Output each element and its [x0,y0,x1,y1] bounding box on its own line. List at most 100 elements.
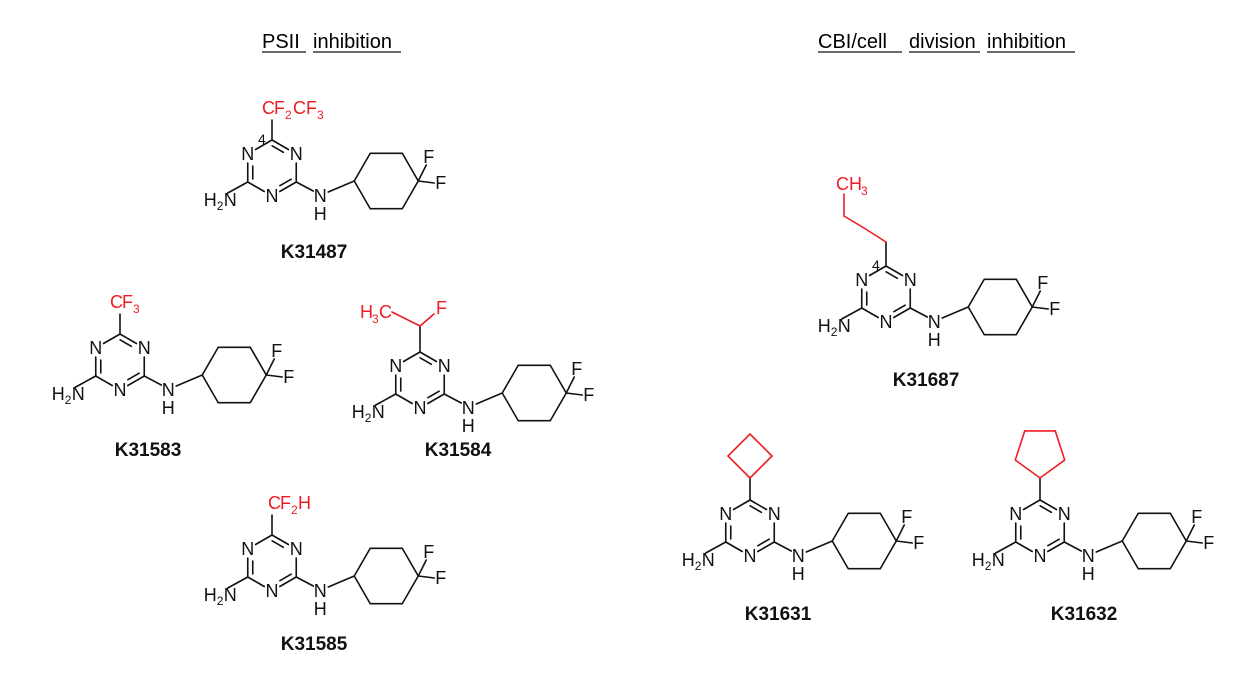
nh-hydrogen: H [314,204,327,224]
ring-bond [1022,499,1041,511]
nh-bond [295,576,315,587]
fluorine: F [423,542,434,562]
ring-bond [246,181,266,193]
ring-bond [426,393,446,405]
nh-bond [773,541,793,552]
nh-nitrogen: N [1082,546,1095,566]
subscript: 2 [217,199,224,213]
nh-bond [175,374,204,387]
ring-nitrogen: N [719,504,732,524]
ring-bond [749,499,768,511]
ring-bond [868,265,887,277]
substituent-text: F [122,292,133,312]
subscript: 2 [985,559,992,573]
cf-bond [1185,540,1204,544]
substituent-subscript: 2 [291,503,298,517]
cf-bond [265,374,284,378]
ring-bond [246,576,266,588]
nh-hydrogen: H [462,416,475,436]
ring-nitrogen: N [880,312,893,332]
ring-nitrogen: N [389,356,402,376]
cf-bond [417,559,428,577]
amine-n: N [702,550,715,570]
cyclopentyl-ring [1014,430,1066,479]
substituent-text: F [306,98,317,118]
ring-bond [126,375,146,387]
nh-bond [1095,540,1124,553]
nh-bond [327,180,356,193]
subscript: 2 [831,325,838,339]
nh-bond [941,306,970,319]
ring-bond [278,181,298,193]
double-bond [427,390,440,399]
ring-nitrogen: N [414,398,427,418]
ring-bond [732,499,751,511]
ring-bond [94,375,114,387]
heading-word: division [909,31,976,53]
fluorine: F [435,173,446,193]
substituent-text: C [293,98,306,118]
nh-hydrogen: H [792,564,805,584]
substituent-text: C [262,98,275,118]
ring-bond [860,307,880,319]
cf-bond [265,358,276,376]
cyclohexane-ring [501,364,568,422]
ring-nitrogen: N [266,186,279,206]
fluorine: F [435,568,446,588]
compound-name: K31632 [1051,604,1118,625]
cyclohexane-ring [353,152,420,210]
amine-n: N [224,585,237,605]
cf-bond [1185,524,1196,542]
nh-nitrogen: N [792,546,805,566]
subscript: 2 [365,411,372,425]
ring-bond [419,351,438,363]
substituent-text: F [280,493,291,513]
double-bond [119,339,133,348]
compound-name: K31584 [425,440,492,461]
double-bond [1047,538,1060,547]
ring-bond [271,534,290,546]
amine-bond [226,576,249,589]
substituent-bond [419,313,435,327]
cyclobutyl-ring [726,432,774,479]
position-locant: 4 [872,257,880,273]
fluorine: F [901,507,912,527]
double-bond [127,372,140,381]
cf-bond [417,164,428,182]
cyclohexane-ring [201,346,268,404]
ring-nitrogen: N [855,270,868,290]
fluorine: F [583,385,594,405]
amine-n: N [72,384,85,404]
ring-bond [724,541,744,553]
subscript: 2 [65,393,72,407]
amine-h: H [682,550,695,570]
substituent-subscript: 3 [317,108,324,122]
substituent-subscript: 3 [133,302,140,316]
compound-name: K31687 [893,370,960,391]
fluorine: F [423,147,434,167]
cf-bond [1031,290,1042,308]
amine-h: H [204,190,217,210]
amine-h: H [204,585,217,605]
amine-n: N [372,402,385,422]
ring-bond [254,139,273,151]
amine-bond [374,393,397,406]
fluorine: F [283,367,294,387]
ring-bond [102,333,121,345]
heading-cbi: CBI/cell division inhibition [818,31,1075,53]
heading-psii: PSII inhibition [262,31,401,53]
heading-word: inhibition [987,31,1066,53]
ring-nitrogen: N [290,144,303,164]
double-bond [419,357,433,366]
nh-bond [295,181,315,192]
nh-bond [443,393,463,404]
substituent-bond [391,311,421,327]
cyclohexane-ring [967,278,1034,336]
fluorine: F [1037,273,1048,293]
double-bond [279,178,292,187]
heading-word: CBI/cell [818,31,887,53]
